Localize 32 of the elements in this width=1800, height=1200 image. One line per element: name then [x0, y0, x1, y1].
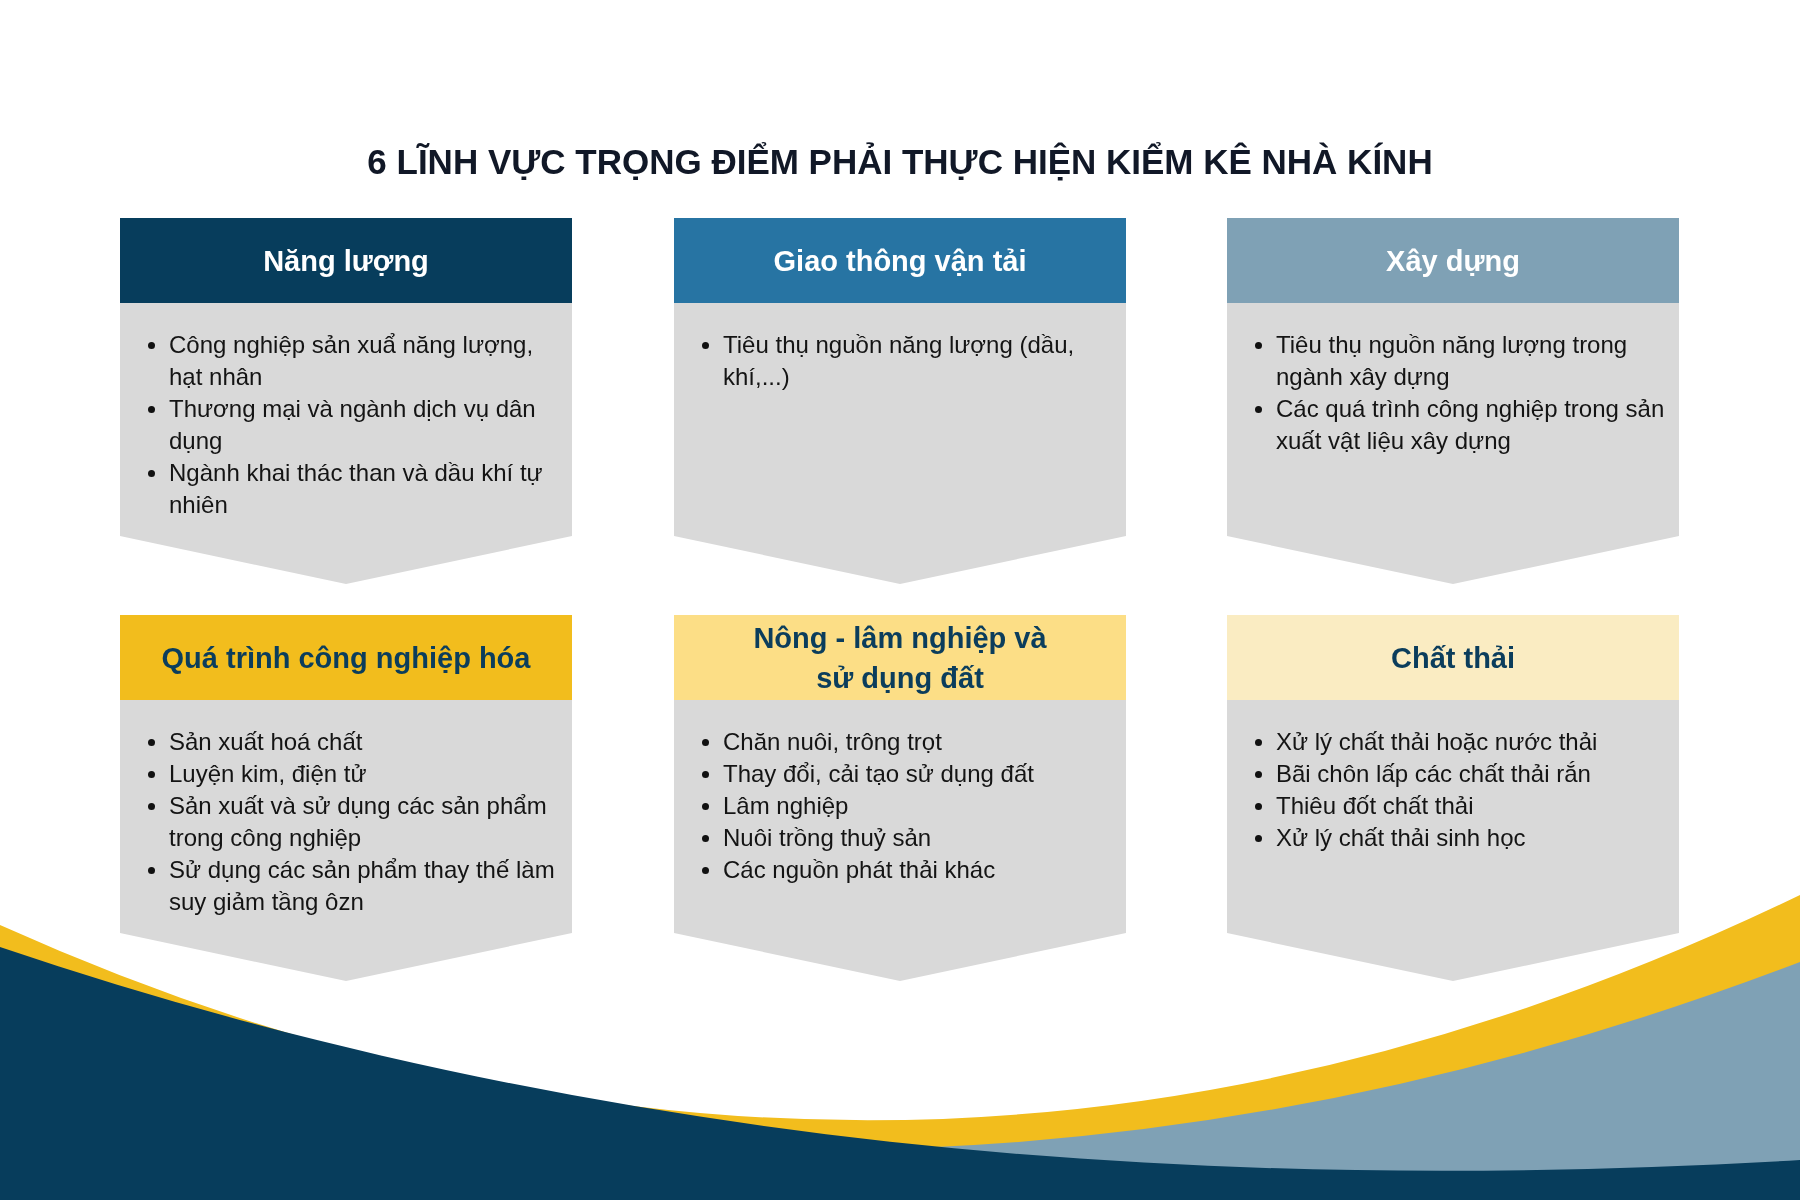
category-card: [674, 615, 1126, 981]
list-item-text: Các nguồn phát thải khác: [723, 855, 997, 885]
list-item-text: Thương mại và ngành dịch vụ dân dụng: [169, 394, 537, 456]
card-heading: Nông - lâm nghiệp và sử dụng đất: [674, 615, 1126, 700]
list-item-text: Sử dụng các sản phẩm thay thế làm suy giảm tầng ôzn: [169, 855, 556, 917]
page-title: 6 LĨNH VỰC TRỌNG ĐIỂM PHẢI THỰC HIỆN KIỂM KÊ NHÀ KÍNH: [367, 141, 1433, 183]
list-item-text: Ngành khai thác than và dầu khí tự nhiên: [169, 458, 544, 520]
list-item-text: Tiêu thụ nguồn năng lượng (dầu, khí,...): [723, 330, 1076, 392]
card-heading: Giao thông vận tải: [674, 218, 1126, 303]
category-card: [120, 615, 572, 981]
list-item-text: Xử lý chất thải sinh học: [1276, 823, 1527, 853]
list-item-text: Lâm nghiệp: [723, 791, 850, 821]
list-item-text: Sản xuất hoá chất: [169, 727, 364, 757]
list-item-text: Thiêu đốt chất thải: [1276, 791, 1475, 821]
list-item-text: Nuôi trồng thuỷ sản: [723, 823, 933, 853]
card-heading: Xây dựng: [1227, 218, 1679, 303]
category-card: [120, 218, 572, 584]
category-card: [674, 218, 1126, 584]
list-item-text: Công nghiệp sản xuẩ năng lượng, hạt nhân: [169, 330, 535, 392]
category-card: [1227, 218, 1679, 584]
list-item-text: Các quá trình công nghiệp trong sản xuất vật liệu xây dựng: [1276, 394, 1666, 456]
category-card: [1227, 615, 1679, 981]
card-heading: Chất thải: [1227, 615, 1679, 700]
card-heading: Quá trình công nghiệp hóa: [120, 615, 572, 700]
list-item-text: Chăn nuôi, trông trọt: [723, 727, 943, 757]
list-item-text: Xử lý chất thải hoặc nước thải: [1276, 727, 1599, 757]
list-item-text: Thay đổi, cải tạo sử dụng đất: [723, 759, 1035, 789]
list-item-text: Luyện kim, điện tử: [169, 759, 368, 789]
list-item-text: Tiêu thụ nguồn năng lượng trong ngành xây dựng: [1276, 330, 1629, 392]
list-item-text: Bãi chôn lấp các chất thải rắn: [1276, 759, 1592, 789]
list-item-text: Sản xuất và sử dụng các sản phẩm trong công nghiệp: [169, 791, 548, 853]
card-heading: Năng lượng: [120, 218, 572, 303]
